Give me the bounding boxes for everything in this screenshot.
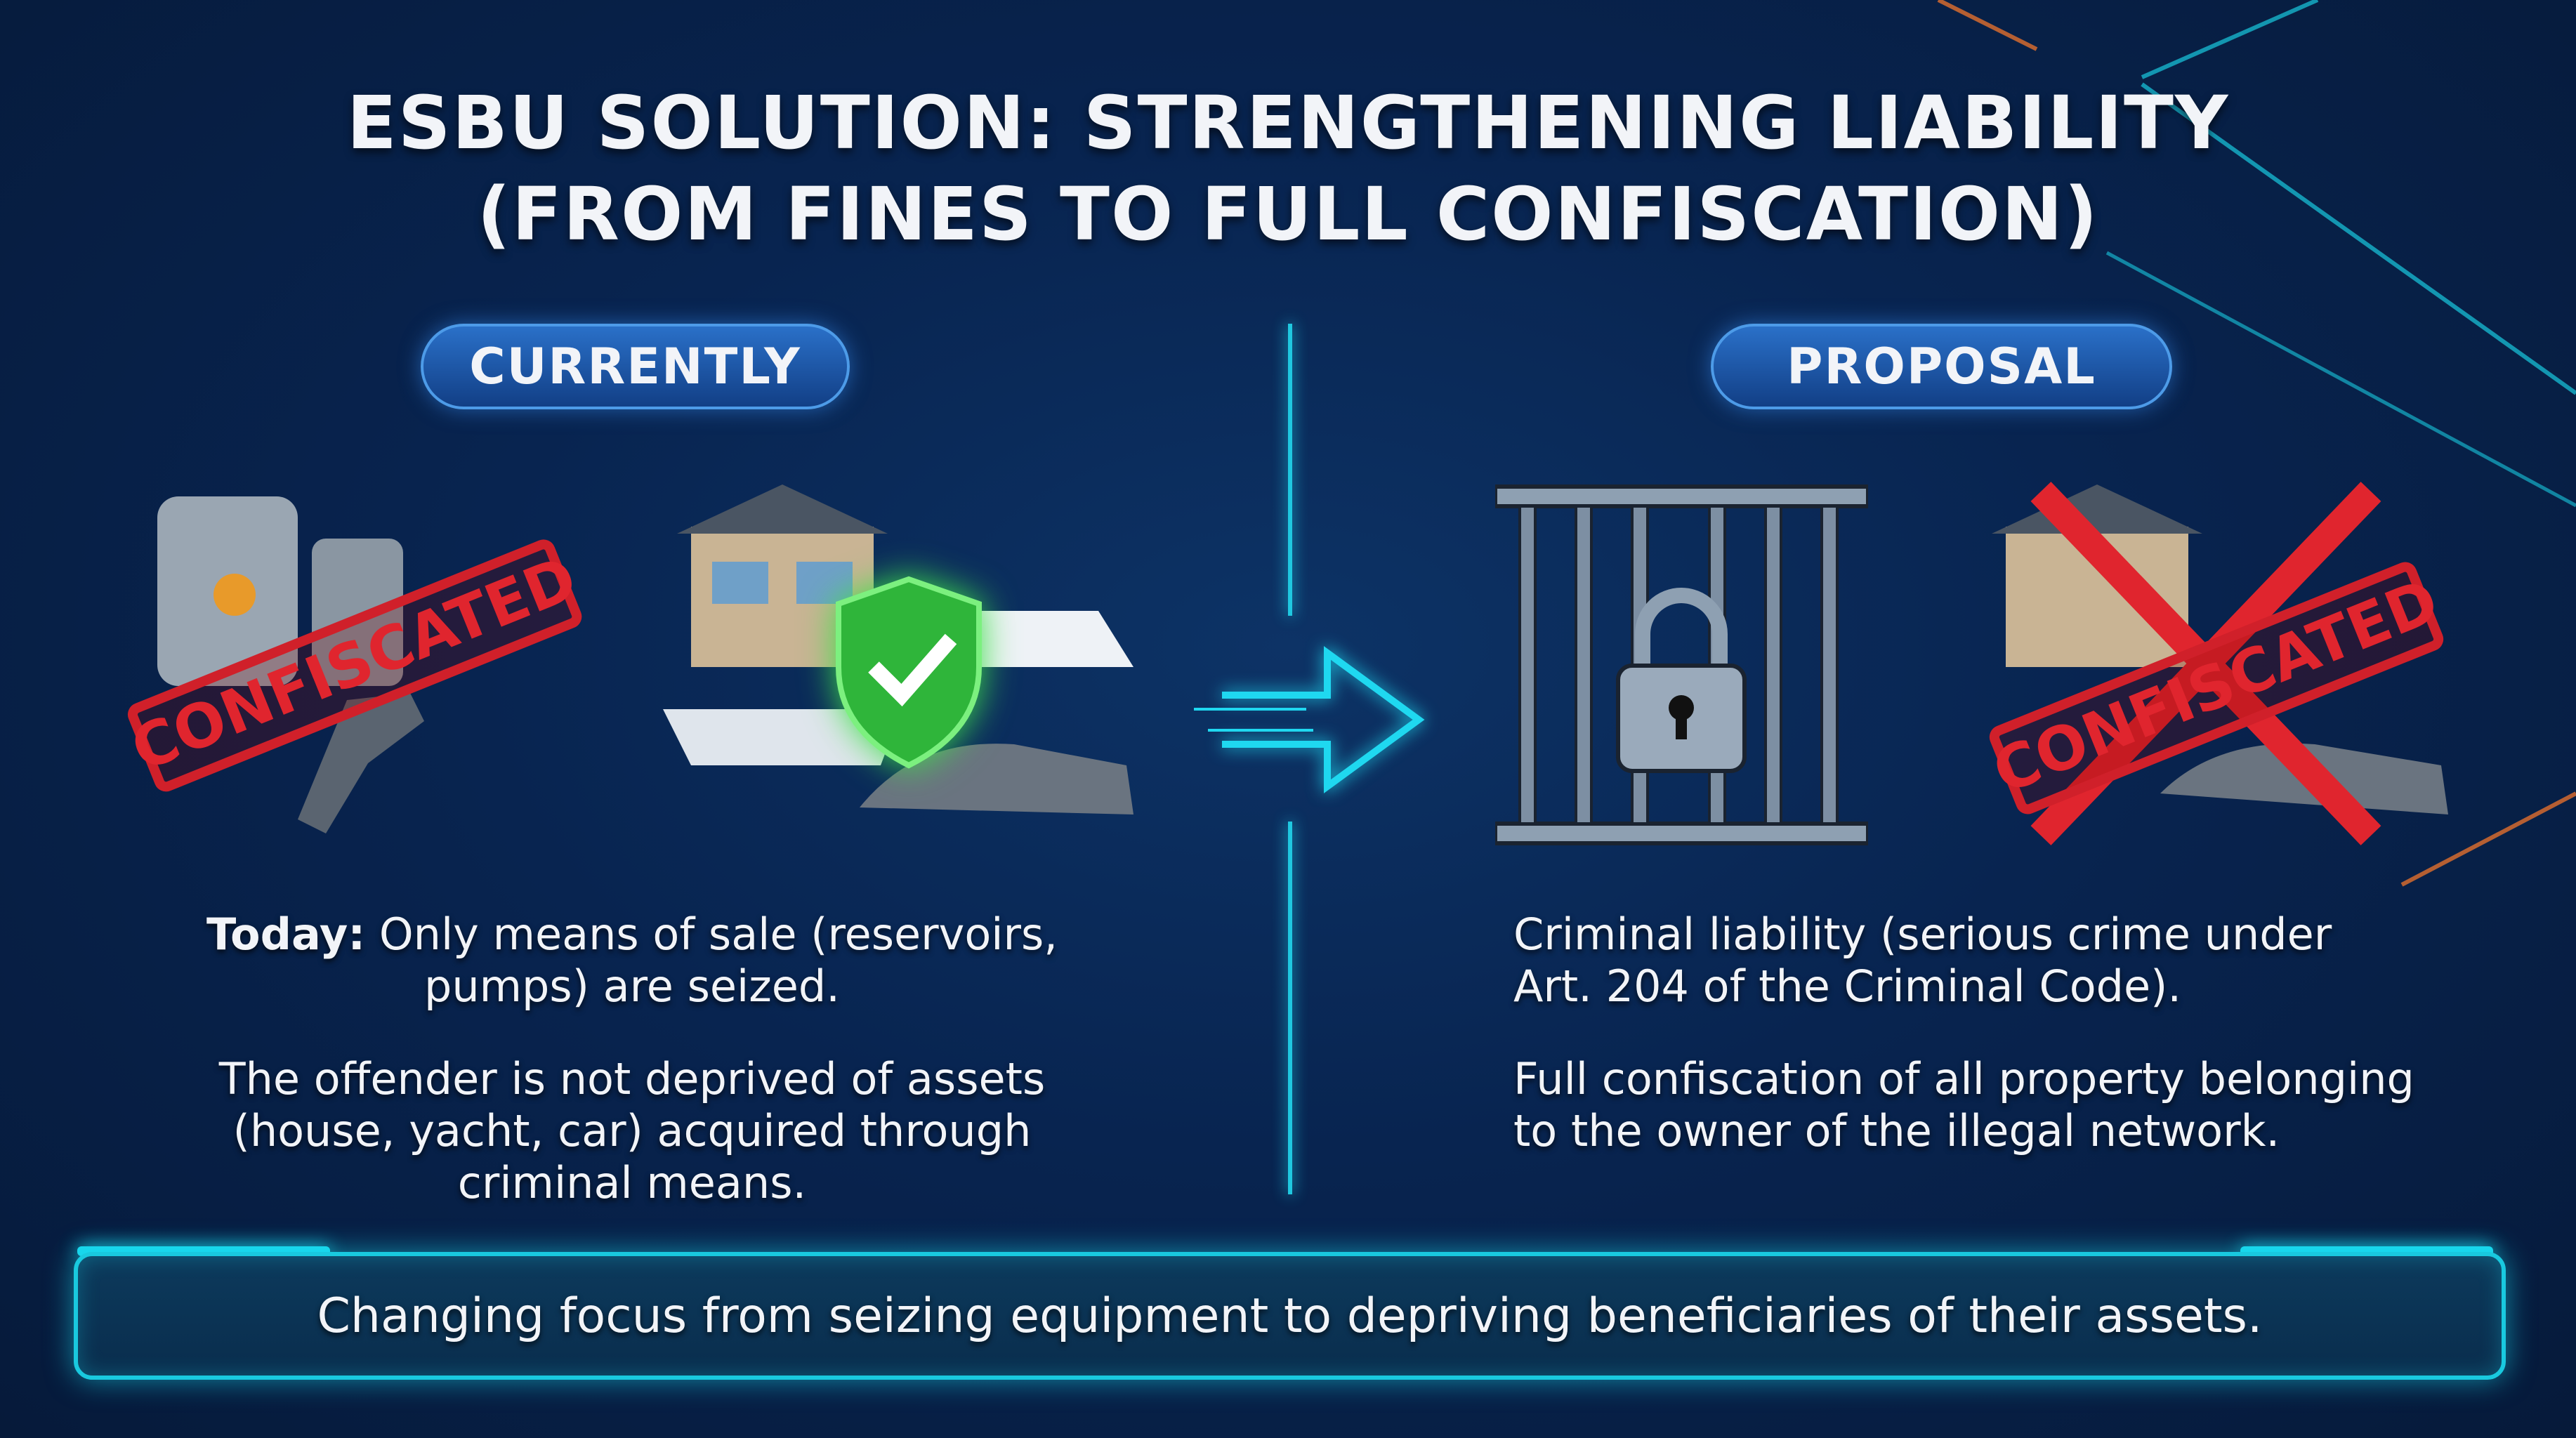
text-line: to the owner of the illegal network. <box>1513 1105 2280 1156</box>
jail-lock-icon <box>1495 484 1868 845</box>
page-title: ESBU SOLUTION: STRENGTHENING LIABILITY (… <box>0 77 2576 260</box>
text-line: Art. 204 of the Criminal Code). <box>1513 961 2182 1012</box>
confiscated-assets-icon: CONFISCATED <box>1984 482 2448 845</box>
text-line: Criminal liability (serious crime under <box>1513 909 2332 960</box>
protected-assets-icon <box>663 484 1133 814</box>
text-line: Full confiscation of all property belong… <box>1513 1053 2414 1104</box>
proposal-description: Criminal liability (serious crime under … <box>1513 909 2532 1157</box>
proposal-label: PROPOSAL <box>1711 324 2172 409</box>
right-arrow-icon <box>1194 646 1425 793</box>
text-line: pumps) are seized. <box>424 961 840 1012</box>
today-label: Today: <box>206 909 366 960</box>
summary-text: Changing focus from seizing equipment to… <box>317 1288 2263 1344</box>
fuel-tank-pump-icon: CONFISCATED <box>122 496 586 833</box>
text-line: The offender is not deprived of assets <box>218 1053 1046 1104</box>
text-line: criminal means. <box>457 1157 807 1208</box>
text-line: Only means of sale (reservoirs, <box>365 909 1058 960</box>
divider-top <box>1288 324 1292 616</box>
title-line-1: ESBU SOLUTION: STRENGTHENING LIABILITY <box>346 80 2230 166</box>
currently-description: Today: Only means of sale (reservoirs, p… <box>140 909 1124 1209</box>
currently-label: CURRENTLY <box>421 324 850 409</box>
summary-banner: Changing focus from seizing equipment to… <box>74 1252 2506 1380</box>
divider-bottom <box>1288 822 1292 1194</box>
currently-point-1: Today: Only means of sale (reservoirs, <box>140 909 1124 961</box>
text-line: (house, yacht, car) acquired through <box>232 1105 1032 1156</box>
shield-check-icon <box>836 576 982 769</box>
title-line-2: (FROM FINES TO FULL CONFISCATION) <box>477 171 2099 257</box>
